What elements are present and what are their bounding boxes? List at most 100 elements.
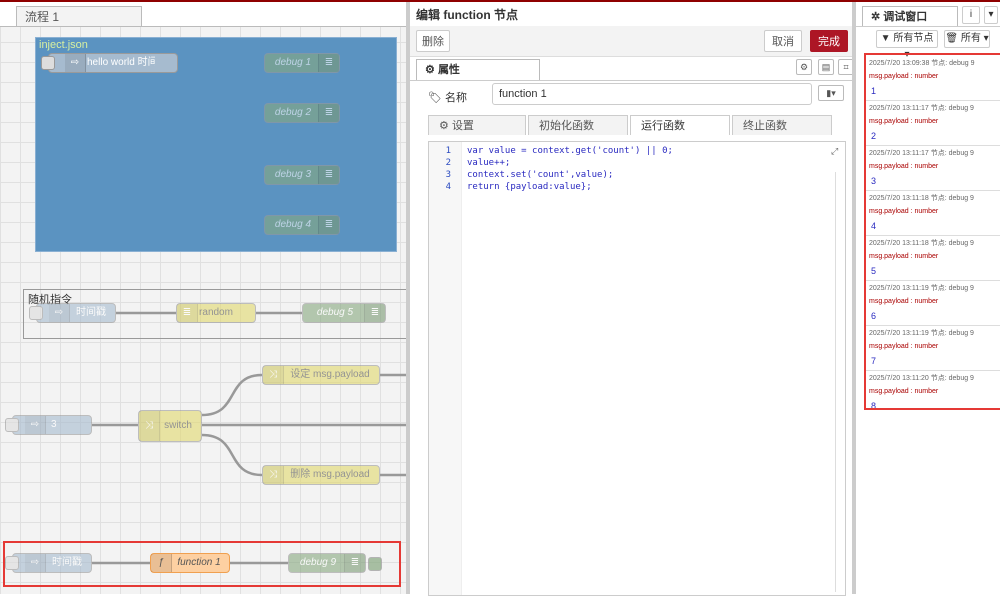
top-accent-bar <box>0 0 1000 2</box>
tab-on-message[interactable]: 运行函数 <box>630 115 730 135</box>
inject-node-timestamp[interactable]: ⇨ 时间戳 <box>29 303 116 323</box>
function-node-1[interactable]: ƒ function 1 <box>150 553 230 573</box>
list-icon: ≣ <box>177 304 198 322</box>
info-button[interactable]: i <box>962 6 980 24</box>
chevron-down-icon[interactable]: ▾ <box>984 6 998 24</box>
debug-message[interactable]: 2025/7/20 13:11:20 节点: debug 9 msg.paylo… <box>866 370 1000 408</box>
function-icon: ƒ <box>151 554 172 572</box>
node-label: debug 5 <box>316 307 354 318</box>
node-label: switch <box>164 420 192 431</box>
expand-icon[interactable]: ⤢ <box>831 146 839 156</box>
debug-node-1[interactable]: debug 1 ≣ <box>264 53 340 73</box>
cancel-button[interactable]: 取消 <box>764 30 802 52</box>
tab-on-stop[interactable]: 终止函数 <box>732 115 832 135</box>
tab-debug[interactable]: ✲ 调试窗口 <box>862 6 958 26</box>
arrow-icon: ⇨ <box>25 416 46 434</box>
name-input[interactable]: function 1 <box>492 83 812 105</box>
tab-on-start[interactable]: 初始化函数 <box>528 115 628 135</box>
arrow-icon: ⇨ <box>49 304 70 322</box>
inject-node-hello[interactable]: ⇨ hello world 时间戳 <box>41 53 178 73</box>
debug-node-5[interactable]: debug 5 ≣ <box>302 303 386 323</box>
arrow-icon: ⇨ <box>65 54 86 72</box>
list-icon: ≣ <box>318 104 339 122</box>
code-scrollbar[interactable] <box>835 172 842 592</box>
trash-icon: 🗑 <box>945 33 959 44</box>
tab-properties[interactable]: ⚙ 属性 <box>416 59 540 81</box>
book-icon[interactable]: ▮▾ <box>818 85 844 101</box>
wire <box>201 373 263 417</box>
node-label: debug 1 <box>274 57 312 68</box>
debug-node-2[interactable]: debug 2 ≣ <box>264 103 340 123</box>
node-label: 3 <box>51 419 57 430</box>
debug-message[interactable]: 2025/7/20 13:09:38 节点: debug 9 msg.paylo… <box>866 55 1000 101</box>
node-label: 设定 msg.payload <box>290 369 370 380</box>
node-label: debug 2 <box>274 107 312 118</box>
list-icon: ≣ <box>364 304 385 322</box>
tag-icon: 🏷 <box>428 92 442 104</box>
filter-nodes-button[interactable]: ▼ 所有节点 ▾ <box>876 30 938 60</box>
gear-icon[interactable]: ⚙ <box>796 59 812 75</box>
gear-icon: ⚙ <box>425 64 435 76</box>
node-label: 时间戳 <box>76 307 106 318</box>
inject-trigger-button[interactable] <box>5 418 19 432</box>
node-label: hello world 时间戳 <box>87 57 155 68</box>
inject-node-3[interactable]: ⇨ 3 <box>5 415 92 435</box>
node-label: random <box>199 307 233 318</box>
inject-trigger-button[interactable] <box>29 306 43 320</box>
workspace-tabs: 流程 1 <box>0 2 406 27</box>
inject-node-timestamp-2[interactable]: ⇨ 时间戳 <box>5 553 92 573</box>
tab-setup[interactable]: ⚙ 设置 <box>428 115 526 135</box>
node-editor-panel: 编辑 function 节点 删除 取消 完成 ⚙ 属性 ⚙ ▤ ⌗ 🏷 名称 … <box>406 2 854 596</box>
switch-icon: ⤨ <box>139 411 160 441</box>
highlight-box <box>3 541 401 587</box>
line-gutter <box>429 142 462 595</box>
editor-toolbar: 删除 取消 完成 <box>410 26 852 57</box>
list-icon: ≣ <box>344 554 365 572</box>
debug-message[interactable]: 2025/7/20 13:11:18 节点: debug 9 msg.paylo… <box>866 235 1000 281</box>
debug-node-4[interactable]: debug 4 ≣ <box>264 215 340 235</box>
tab-flow-1[interactable]: 流程 1 <box>16 6 142 26</box>
wire <box>201 433 263 477</box>
flow-canvas[interactable]: 流程 1 inject.json ⇨ hello world 时间戳 debug… <box>0 2 406 594</box>
list-icon: ≣ <box>318 216 339 234</box>
delete-button[interactable]: 删除 <box>416 30 450 52</box>
debug-node-3[interactable]: debug 3 ≣ <box>264 165 340 185</box>
switch-node[interactable]: ⤨ switch <box>138 410 202 442</box>
change-node-set[interactable]: ⤨ 设定 msg.payload <box>262 365 380 385</box>
shuffle-icon: ⤨ <box>263 466 284 484</box>
debug-message[interactable]: 2025/7/20 13:11:17 节点: debug 9 msg.paylo… <box>866 145 1000 191</box>
done-button[interactable]: 完成 <box>810 30 848 52</box>
list-icon: ≣ <box>318 54 339 72</box>
list-icon: ≣ <box>318 166 339 184</box>
debug-message[interactable]: 2025/7/20 13:11:17 节点: debug 9 msg.paylo… <box>866 100 1000 146</box>
inject-trigger-button[interactable] <box>41 56 55 70</box>
node-label: debug 9 <box>299 557 337 568</box>
debug-message[interactable]: 2025/7/20 13:11:19 节点: debug 9 msg.paylo… <box>866 325 1000 371</box>
bug-icon: ✲ <box>871 11 881 23</box>
debug-message[interactable]: 2025/7/20 13:11:18 节点: debug 9 msg.paylo… <box>866 190 1000 236</box>
filter-icon: ▼ <box>880 33 891 44</box>
divider <box>410 80 852 81</box>
inject-trigger-button[interactable] <box>5 556 19 570</box>
debug-message-list[interactable]: 2025/7/20 13:09:38 节点: debug 9 msg.paylo… <box>864 53 1000 410</box>
gear-icon: ⚙ <box>439 120 449 132</box>
node-label: debug 3 <box>274 169 312 180</box>
debug-node-9[interactable]: debug 9 ≣ <box>288 553 366 573</box>
frame-icon[interactable]: ⌗ <box>838 59 854 75</box>
arrow-icon: ⇨ <box>25 554 46 572</box>
shuffle-icon: ⤨ <box>263 366 284 384</box>
change-node-delete[interactable]: ⤨ 删除 msg.payload <box>262 465 380 485</box>
node-label: function 1 <box>177 557 221 568</box>
editor-title: 编辑 function 节点 <box>416 8 518 22</box>
debug-toggle-button[interactable] <box>368 557 382 571</box>
node-label: 删除 msg.payload <box>290 469 370 480</box>
node-label: 时间戳 <box>52 557 82 568</box>
document-icon[interactable]: ▤ <box>818 59 834 75</box>
divider <box>856 26 1000 27</box>
clear-filter-button[interactable]: 🗑 所有 ▾ <box>944 30 990 48</box>
debug-sidebar: ✲ 调试窗口 i ▾ ▼ 所有节点 ▾ 🗑 所有 ▾ 2025/7/20 13:… <box>852 2 1000 594</box>
debug-message[interactable]: 2025/7/20 13:11:19 节点: debug 9 msg.paylo… <box>866 280 1000 326</box>
name-label: 🏷 名称 <box>428 92 468 104</box>
random-node[interactable]: ≣ random <box>176 303 256 323</box>
